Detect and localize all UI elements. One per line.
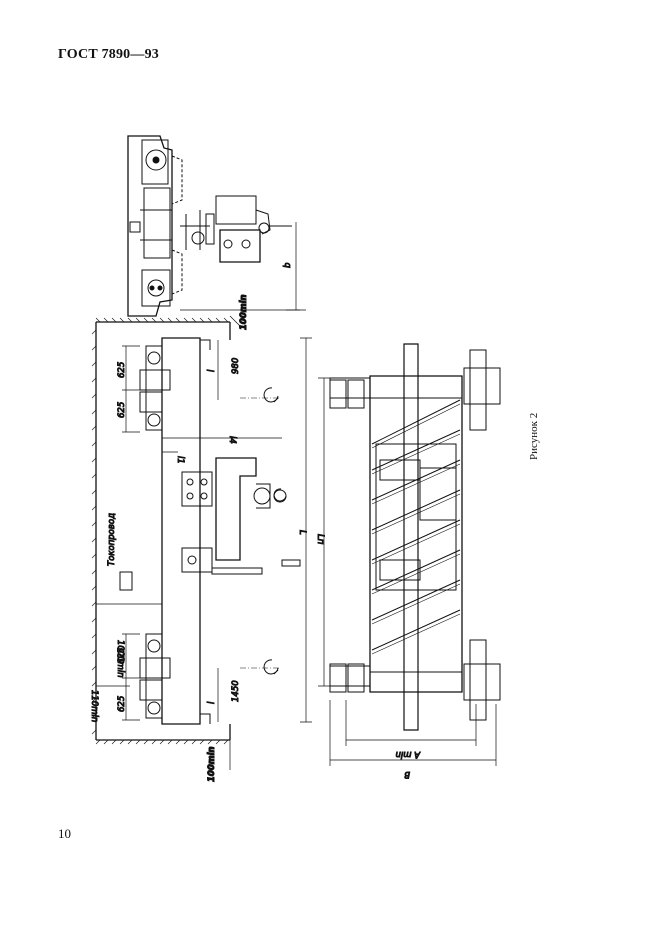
side-view-bridge xyxy=(318,343,501,766)
label-980: 980 xyxy=(231,358,241,374)
main-girder-view xyxy=(91,315,312,770)
label-625-2: 625 xyxy=(117,402,127,418)
label-l1: l1 xyxy=(175,456,185,464)
label-l-bottom: l xyxy=(207,701,217,704)
label-1450: 1450 xyxy=(231,680,241,702)
document-code: ГОСТ 7890—93 xyxy=(58,47,159,62)
label-110min: 110min xyxy=(89,690,99,722)
label-1000min: 1000min xyxy=(115,640,125,678)
label-100min-top: 100min xyxy=(239,294,249,330)
label-l-top: l xyxy=(207,369,217,372)
label-B: B xyxy=(404,769,410,779)
label-625-4: 625 xyxy=(117,696,127,712)
figure-caption: Рисунок 2 xyxy=(528,412,540,460)
label-100min-bottom: 100min xyxy=(207,746,217,782)
label-L: L xyxy=(297,530,307,535)
label-625-1: 625 xyxy=(117,362,127,378)
top-view-crane-end xyxy=(127,135,306,317)
page-number: 10 xyxy=(58,826,71,841)
label-625-3: 625 xyxy=(117,648,127,664)
label-b: b xyxy=(283,263,293,268)
label-A-min: A min xyxy=(395,749,421,759)
label-l4: l4 xyxy=(227,436,237,444)
label-tokopodvod: Токопровод xyxy=(107,513,117,566)
label-Ln: Lп xyxy=(315,534,325,545)
